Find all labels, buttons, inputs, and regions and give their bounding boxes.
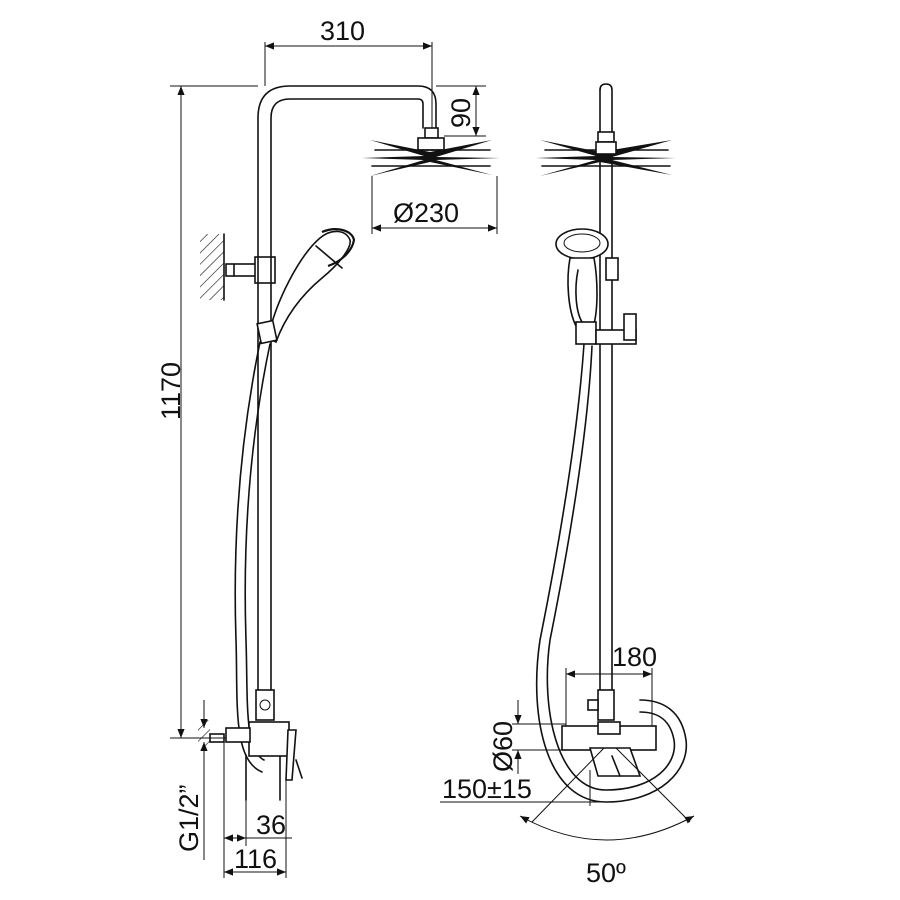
dim-label-180: 180 xyxy=(612,642,657,672)
riser-pipe xyxy=(257,85,437,691)
dim-handle-angle: 50º xyxy=(519,747,695,888)
dim-inlet-diameter: Ø60 xyxy=(488,700,566,774)
dim-head-diameter: Ø230 xyxy=(371,176,498,234)
dim-label-thread: G1/2” xyxy=(174,784,204,852)
dim-inlet-centers: 150±15 xyxy=(440,770,600,806)
dim-projection: 116 xyxy=(223,780,287,878)
mixer-front xyxy=(561,689,657,777)
dim-label-60: Ø60 xyxy=(488,721,518,772)
dim-head-drop: 90 xyxy=(436,85,486,137)
front-view: 180 Ø60 150±15 50º xyxy=(440,83,695,888)
dim-arm-length: 310 xyxy=(264,16,433,128)
dim-mixer-width: 180 xyxy=(565,642,657,726)
dim-wall-offset: 36 xyxy=(223,742,292,846)
dim-label-36: 36 xyxy=(256,810,286,840)
dim-overall-height: 1170 xyxy=(156,85,258,739)
dim-label-116: 116 xyxy=(234,844,277,874)
wall-hatch xyxy=(200,233,225,301)
dim-label-230: Ø230 xyxy=(393,198,459,228)
rain-shower-head-side xyxy=(362,127,500,176)
dim-label-50: 50º xyxy=(586,858,626,888)
hose-front xyxy=(535,343,688,803)
hand-shower-side xyxy=(256,228,356,345)
wall-bracket xyxy=(225,256,276,284)
dim-label-310: 310 xyxy=(320,16,365,46)
dim-thread: G1/2” xyxy=(174,700,208,860)
dim-label-150: 150±15 xyxy=(442,774,532,804)
front-riser xyxy=(597,83,615,701)
rain-shower-head-front xyxy=(536,140,676,176)
side-view: 310 90 Ø230 1170 G1/2” xyxy=(156,16,500,878)
dim-label-1170: 1170 xyxy=(156,362,186,420)
hand-shower-front xyxy=(555,228,637,345)
dim-label-90: 90 xyxy=(446,98,476,128)
